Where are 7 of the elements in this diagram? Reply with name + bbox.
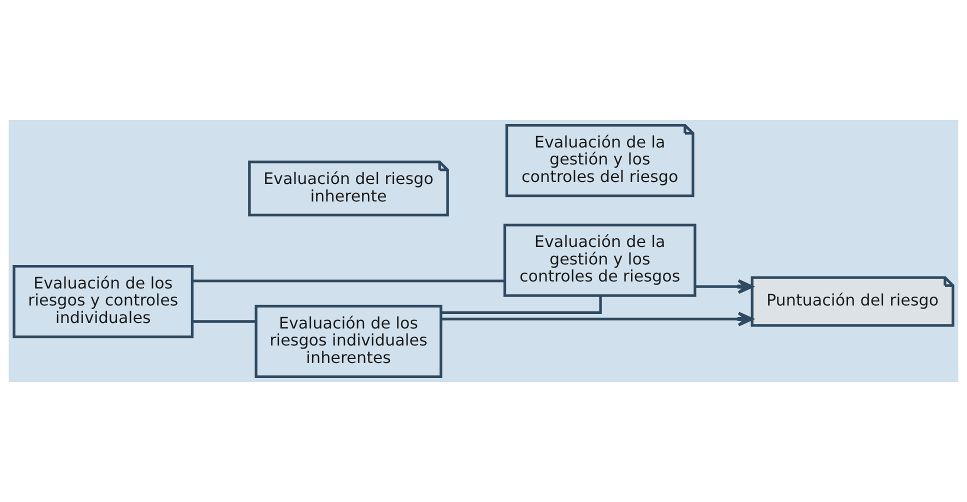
arrow [440,312,754,326]
connector [192,280,504,282]
node-box: Evaluación de los riesgos individuales inherentes [254,304,442,378]
connector [192,320,256,323]
arrow [695,279,754,294]
node-box: Evaluación de la gestión y los controles de riesgos [503,224,696,297]
node-box: Evaluación de los riesgos y controles individuales [12,264,194,338]
